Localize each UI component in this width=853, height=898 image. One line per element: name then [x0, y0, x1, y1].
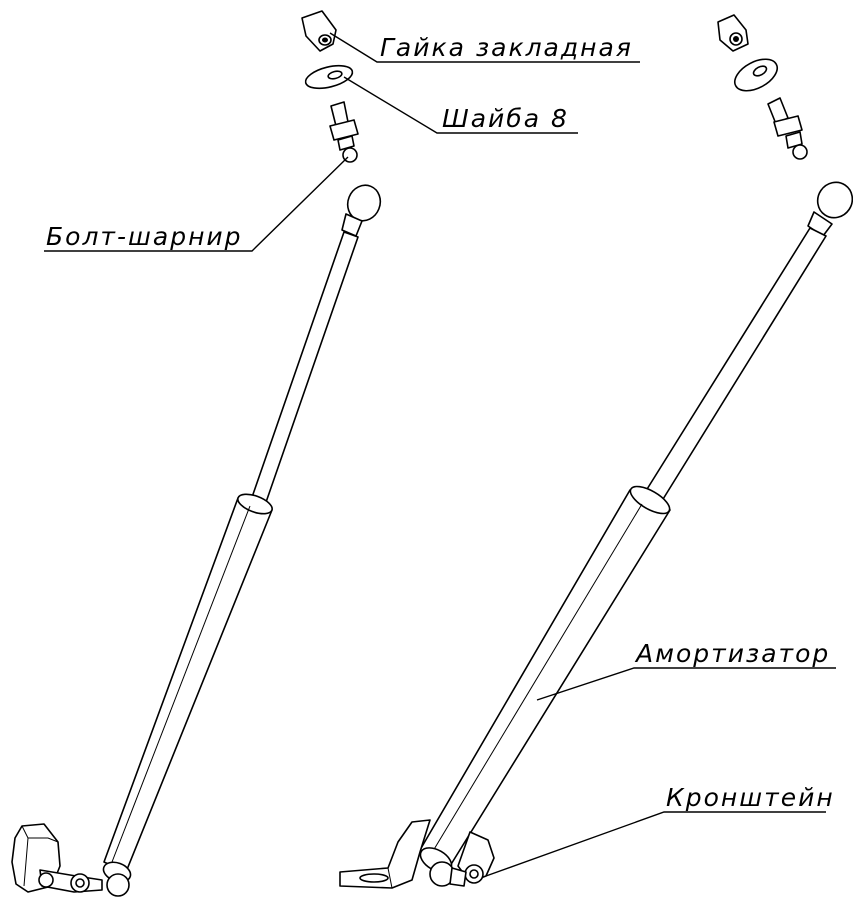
- right-ball-bolt: [767, 97, 808, 160]
- left-embedded-nut: [301, 10, 337, 52]
- leader-nut: [329, 32, 640, 63]
- left-assembly: [11, 10, 640, 897]
- right-assembly: [339, 14, 853, 889]
- leader-ball-bolt: [44, 156, 349, 252]
- label-bracket: Кронштейн: [666, 783, 835, 812]
- right-bracket: [339, 819, 495, 889]
- right-gas-damper: [419, 181, 853, 887]
- leader-damper: [536, 667, 836, 701]
- leader-bracket: [485, 811, 826, 877]
- label-embedded-nut: Гайка закладная: [380, 33, 633, 62]
- left-bracket: [11, 823, 103, 893]
- right-washer: [733, 58, 779, 92]
- label-washer: Шайба 8: [442, 104, 569, 133]
- right-embedded-nut: [717, 14, 749, 52]
- left-ball-bolt: [329, 101, 359, 163]
- left-gas-damper: [102, 184, 382, 897]
- label-ball-bolt: Болт-шарнир: [46, 222, 243, 251]
- left-washer: [304, 64, 354, 90]
- leader-washer: [343, 76, 578, 134]
- label-damper: Амортизатор: [634, 639, 830, 668]
